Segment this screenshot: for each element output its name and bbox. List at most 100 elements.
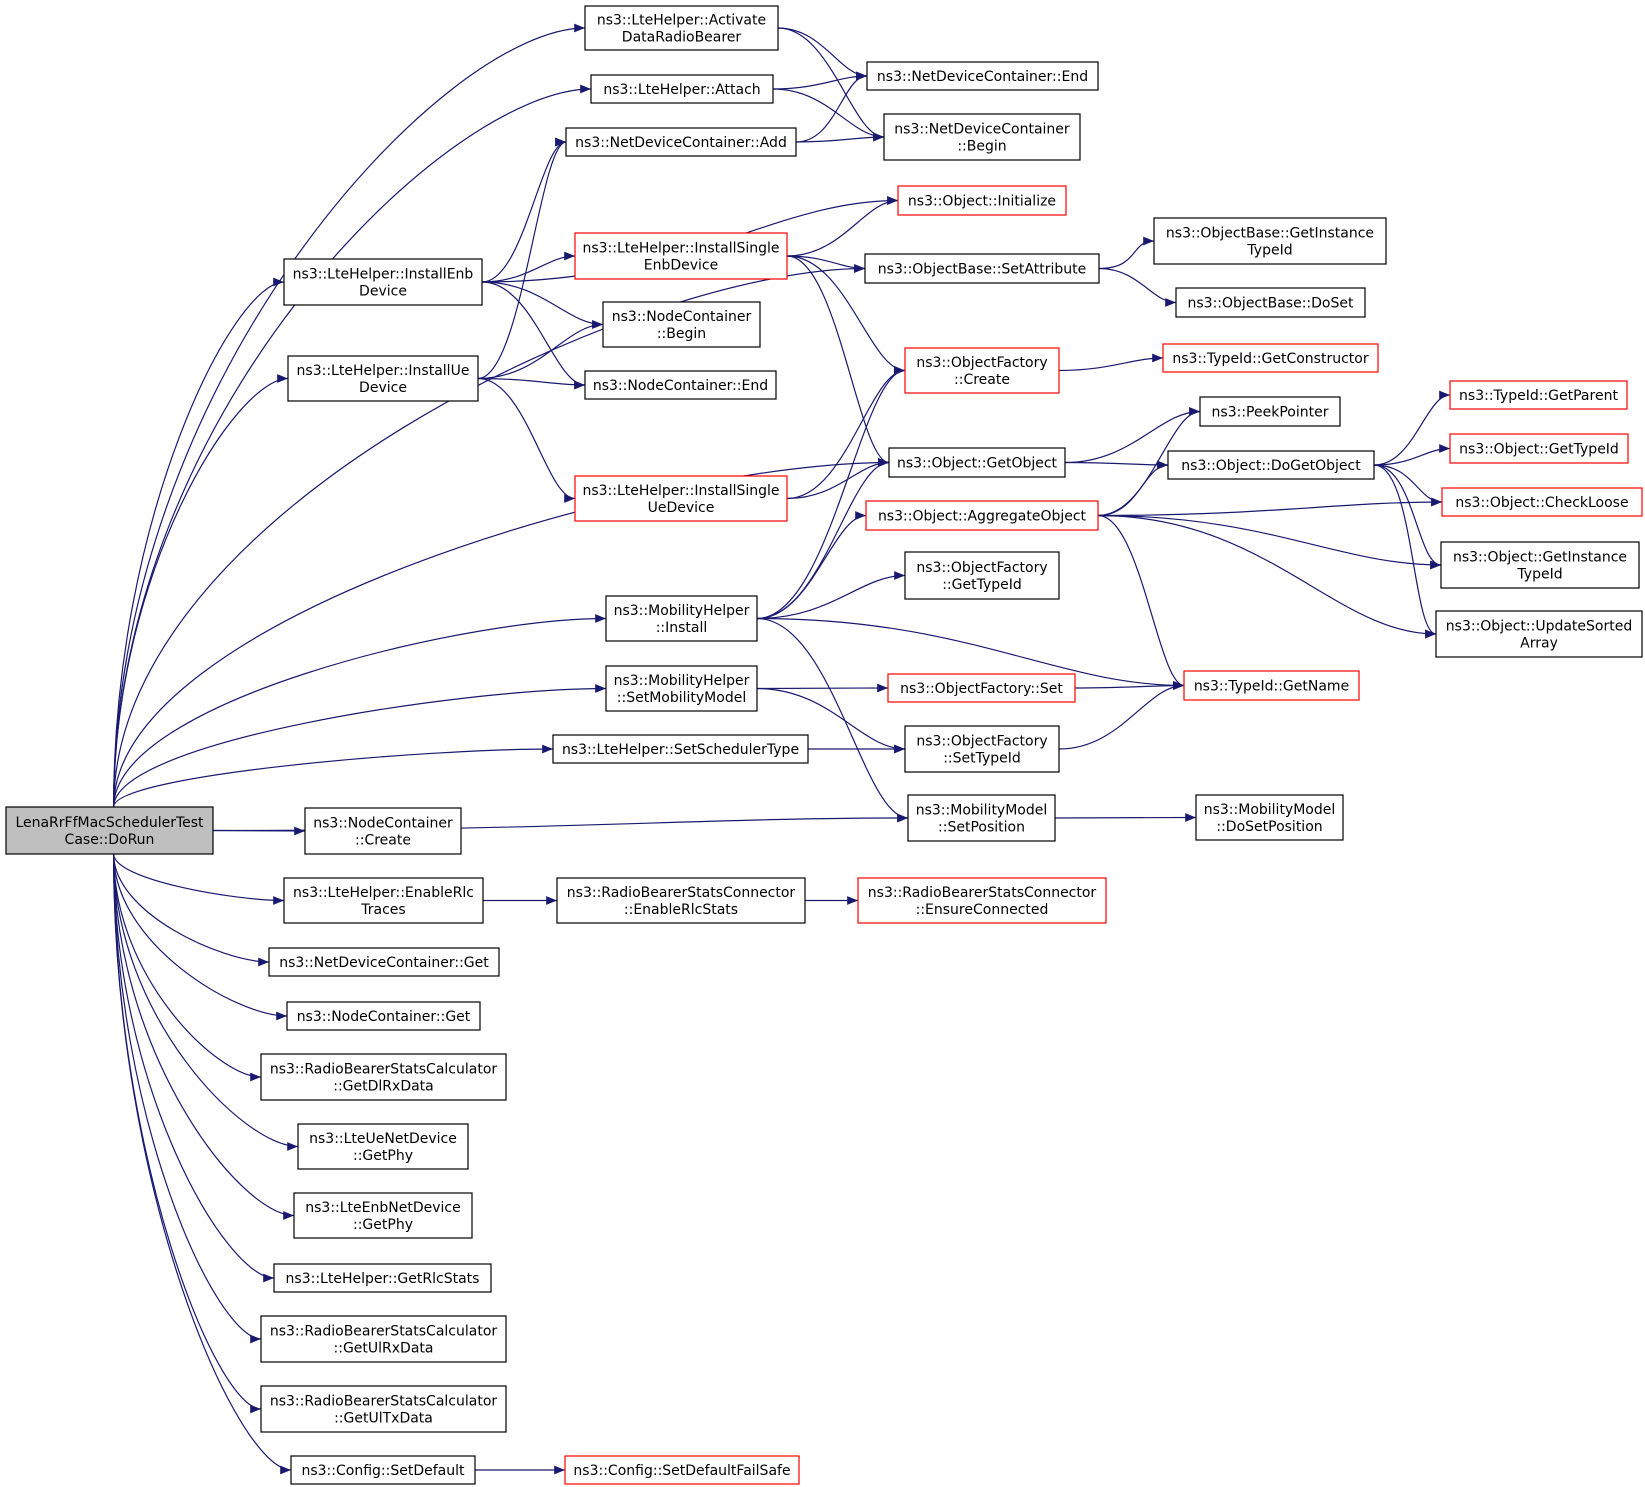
node-box [1435,610,1643,658]
call-edge [1074,681,1185,690]
graph-node-cfg-setdefault[interactable]: ns3::Config::SetDefault [290,1455,476,1485]
node-label: ns3::MobilityModel [916,803,1048,819]
graph-node-obj-dogetobject[interactable]: ns3::Object::DoGetObject [1167,450,1375,480]
node-box [866,61,1099,91]
call-edge [786,366,906,500]
graph-node-obj-getobject[interactable]: ns3::Object::GetObject [888,447,1066,478]
node-box [273,1263,492,1293]
node-box [552,734,809,764]
node-label: ns3::ObjectBase::DoSet [1188,296,1354,312]
graph-node-lh-setscheduler[interactable]: ns3::LteHelper::SetSchedulerType [552,734,809,764]
node-box [1195,794,1344,841]
node-label: ::GetPhy [353,1148,413,1164]
graph-node-of-set[interactable]: ns3::ObjectFactory::Set [887,673,1076,703]
node-label: ns3::MobilityModel [1204,802,1336,818]
graph-node-tid-getconstructor[interactable]: ns3::TypeId::GetConstructor [1162,343,1379,373]
graph-node-obj-init[interactable]: ns3::Object::Initialize [897,185,1067,216]
node-label: ns3::ObjectFactory::Set [900,681,1063,697]
graph-node-tid-getname[interactable]: ns3::TypeId::GetName [1183,670,1360,701]
graph-node-rbscalc-dlrx[interactable]: ns3::RadioBearerStatsCalculator::GetDlRx… [260,1053,507,1101]
node-box [565,127,797,157]
graph-node-nc-create[interactable]: ns3::NodeContainer::Create [304,807,462,855]
graph-node-ndc-get[interactable]: ns3::NetDeviceContainer::Get [268,947,500,977]
call-edge [756,617,909,823]
graph-node-mm-setposition[interactable]: ns3::MobilityModel::SetPosition [907,794,1056,842]
node-box [864,253,1100,284]
graph-node-of-create[interactable]: ns3::ObjectFactory::Create [904,347,1060,394]
node-box [1449,380,1628,410]
graph-node-obj-aggregate[interactable]: ns3::Object::AggregateObject [865,500,1099,531]
node-label: ns3::LteHelper::InstallSingle [582,241,779,257]
graph-node-rbsc-ensure[interactable]: ns3::RadioBearerStatsConnector::EnsureCo… [857,877,1107,924]
node-label: ::SetPosition [938,820,1025,836]
node-box [1449,433,1629,464]
graph-node-rbscalc-ulrx[interactable]: ns3::RadioBearerStatsCalculator::GetUlRx… [260,1315,507,1363]
call-edge [1097,514,1442,570]
call-edge [477,320,604,380]
graph-node-of-settypeid[interactable]: ns3::ObjectFactory::SetTypeId [904,725,1060,773]
node-label: ns3::Config::SetDefaultFailSafe [573,1463,790,1479]
node-box [268,947,500,977]
graph-node-ndc-add[interactable]: ns3::NetDeviceContainer::Add [565,127,797,157]
graph-node-ob-setattribute[interactable]: ns3::ObjectBase::SetAttribute [864,253,1100,284]
graph-node-obj-gettypeid[interactable]: ns3::Object::GetTypeId [1449,433,1629,464]
node-label: LenaRrFfMacSchedulerTest [15,815,204,831]
graph-node-ob-doset[interactable]: ns3::ObjectBase::DoSet [1175,287,1366,318]
graph-node-ue-getphy[interactable]: ns3::LteUeNetDevice::GetPhy [297,1123,469,1170]
node-label: ::Create [954,372,1010,388]
graph-node-rbsc-enablerlc[interactable]: ns3::RadioBearerStatsConnector::EnableRl… [556,877,806,924]
node-label: ns3::NetDeviceContainer [894,122,1070,138]
node-label: ns3::LteHelper::EnableRlc [293,885,474,901]
graph-node-ndc-begin[interactable]: ns3::NetDeviceContainer::Begin [883,113,1081,161]
node-label: ns3::TypeId::GetName [1194,679,1349,695]
node-box [1153,217,1387,265]
graph-node-mm-dosetposition[interactable]: ns3::MobilityModel::DoSetPosition [1195,794,1344,841]
graph-node-nc-get[interactable]: ns3::NodeContainer::Get [286,1001,481,1031]
graph-node-attach[interactable]: ns3::LteHelper::Attach [590,74,774,104]
node-label: ns3::PeekPointer [1212,405,1329,421]
graph-node-ndc-end[interactable]: ns3::NetDeviceContainer::End [866,61,1099,91]
graph-node-peekpointer[interactable]: ns3::PeekPointer [1199,396,1341,427]
call-edge [795,71,868,143]
call-edge [756,366,906,620]
graph-node-rbscalc-ultx[interactable]: ns3::RadioBearerStatsCalculator::GetUlTx… [260,1385,507,1433]
node-label: ns3::Object::CheckLoose [1455,495,1628,511]
graph-node-of-gettypeid[interactable]: ns3::ObjectFactory::GetTypeId [904,551,1060,600]
call-edge [1098,236,1155,270]
node-label: ns3::MobilityHelper [614,673,750,689]
node-label: ns3::RadioBearerStatsConnector [868,885,1097,901]
node-label: ns3::ObjectFactory [916,560,1047,576]
node-label: ns3::Object::AggregateObject [878,509,1087,525]
graph-node-mh-setmobility[interactable]: ns3::MobilityHelper::SetMobilityModel [605,665,758,712]
graph-node-nc-begin[interactable]: ns3::NodeContainer::Begin [602,301,761,348]
graph-node-obj-checkloose[interactable]: ns3::Object::CheckLoose [1441,487,1643,517]
node-box [904,347,1060,394]
graph-node-mh-install[interactable]: ns3::MobilityHelper::Install [605,595,758,642]
node-label: ns3::NetDeviceContainer::Add [575,135,787,151]
node-label: Device [359,284,407,300]
node-label: EnbDevice [644,258,718,274]
graph-node-lh-getrlc[interactable]: ns3::LteHelper::GetRlcStats [273,1263,492,1293]
call-edge [1373,464,1442,570]
graph-node-nc-end[interactable]: ns3::NodeContainer::End [584,370,777,400]
node-label: DataRadioBearer [622,30,742,46]
graph-node-cfg-failsafe[interactable]: ns3::Config::SetDefaultFailSafe [564,1455,800,1485]
graph-node-enb-getphy[interactable]: ns3::LteEnbNetDevice::GetPhy [293,1192,473,1239]
node-label: ::GetUlTxData [334,1411,433,1427]
node-label: TypeId [1246,243,1292,259]
node-label: Device [359,380,407,396]
graph-node-tid-getparent[interactable]: ns3::TypeId::GetParent [1449,380,1628,410]
node-box [904,551,1060,600]
call-edge [481,281,586,390]
call-edge [1097,514,1437,639]
